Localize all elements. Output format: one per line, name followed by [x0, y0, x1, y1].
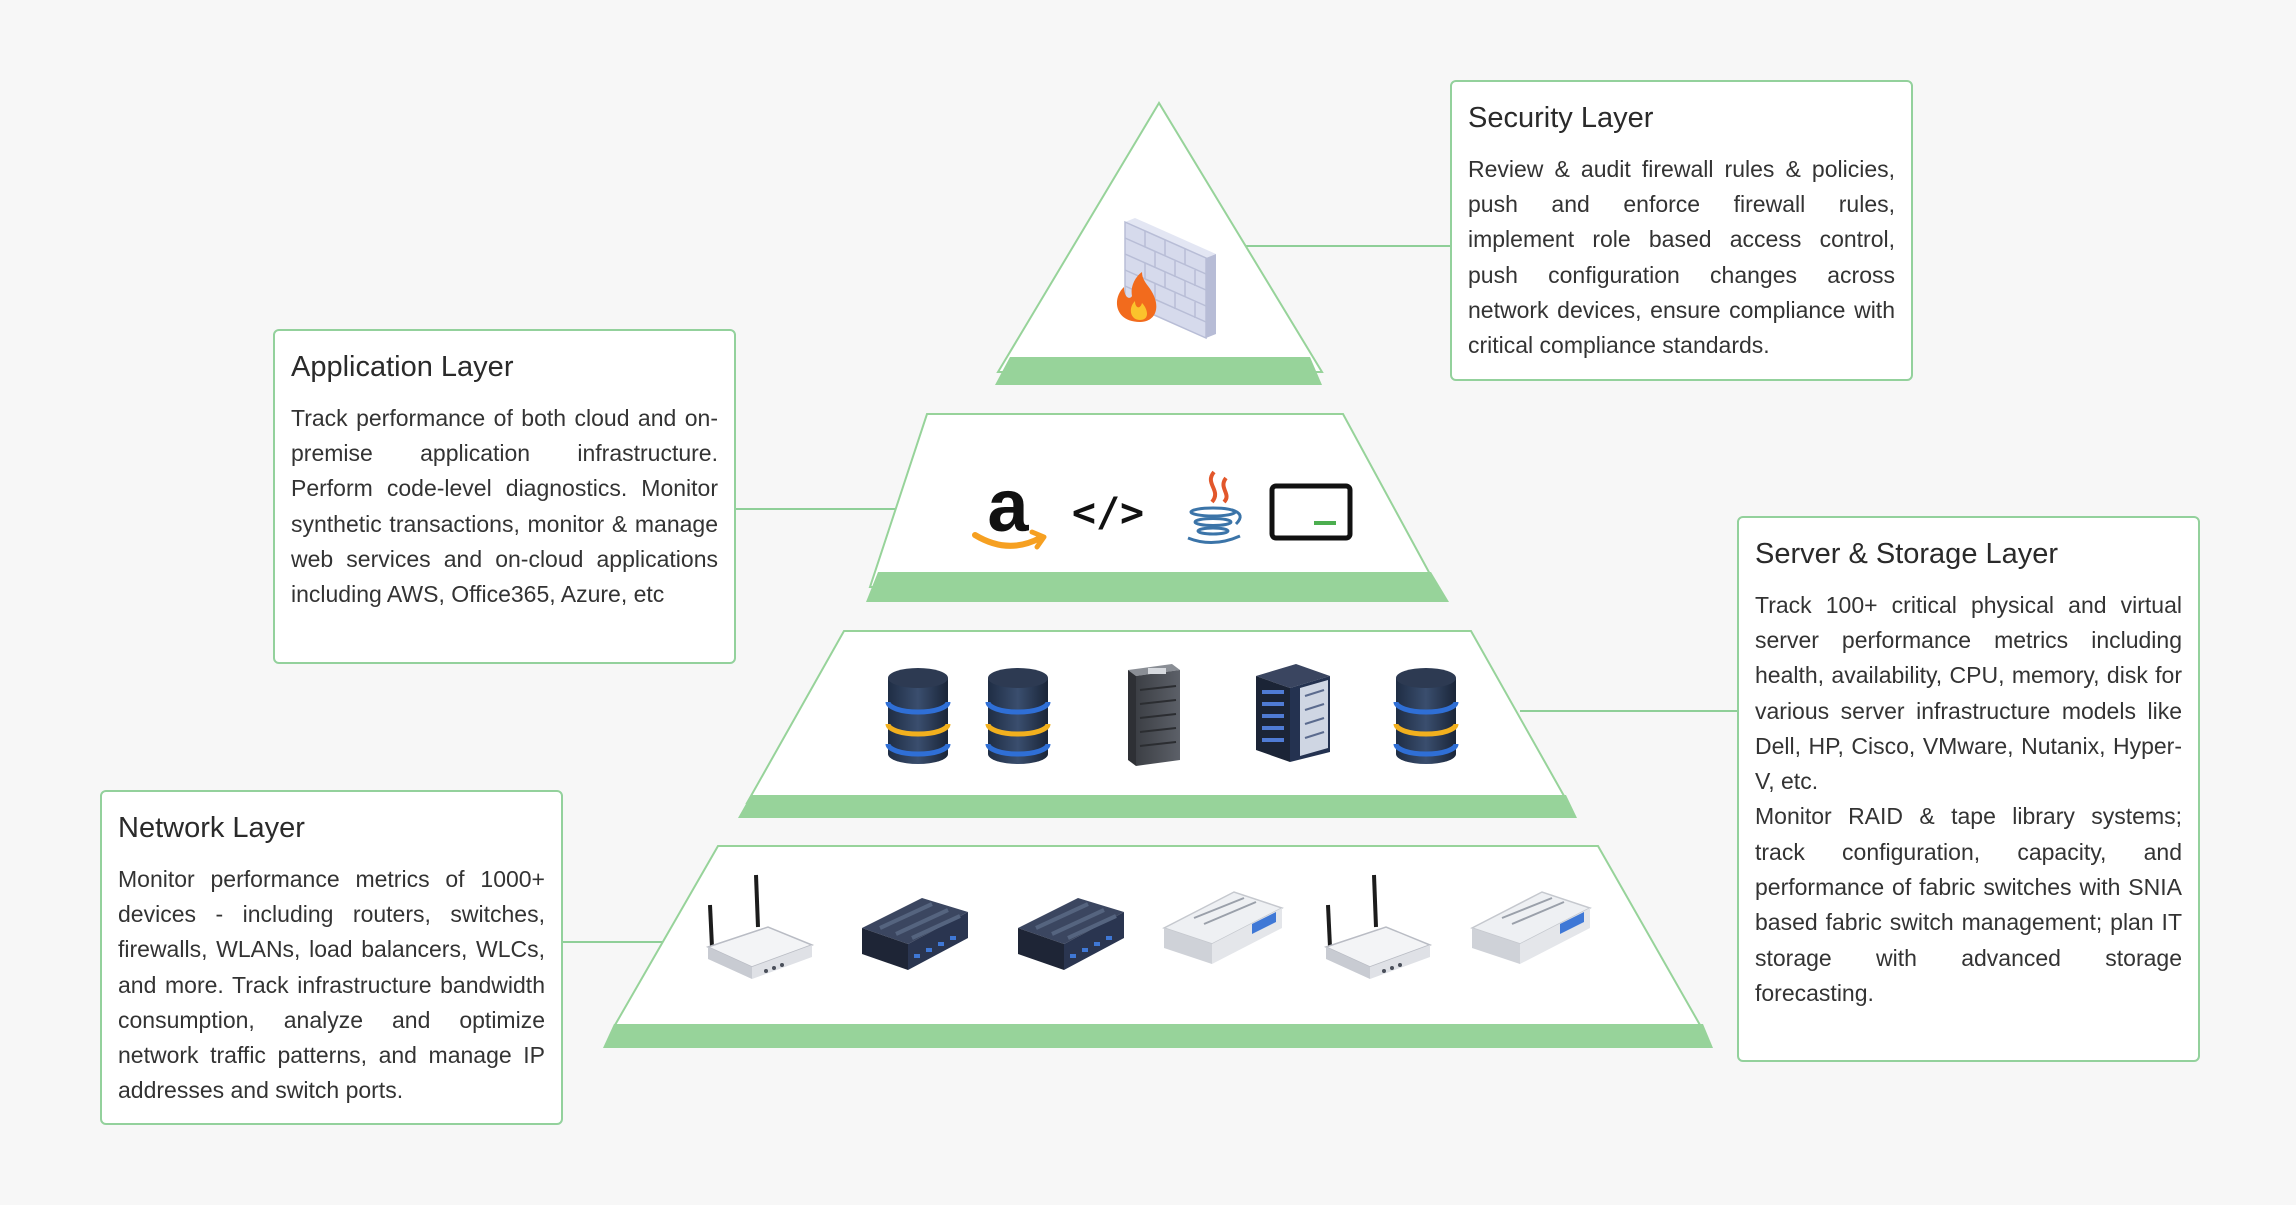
- svg-text:a: a: [987, 464, 1029, 547]
- application-layer-card: Application Layer Track performance of b…: [273, 329, 736, 664]
- server-storage-layer-title: Server & Storage Layer: [1755, 538, 2059, 570]
- server-rack-icon: [1128, 664, 1180, 766]
- pyramid-tier-network: [603, 845, 1713, 1048]
- code-tag-icon: </>: [1072, 490, 1144, 536]
- network-layer-title: Network Layer: [118, 812, 305, 844]
- terminal-icon: [1269, 483, 1353, 541]
- database-icon: [1393, 668, 1459, 764]
- network-switch-icon: [862, 898, 968, 970]
- database-icon: [985, 668, 1051, 764]
- security-layer-description: Review & audit firewall rules & policies…: [1468, 155, 1895, 359]
- java-logo-icon: [1187, 470, 1242, 544]
- security-layer-card: Security Layer Review & audit firewall r…: [1450, 80, 1913, 381]
- server-storage-layer-description-2: Monitor RAID & tape library systems; tra…: [1755, 803, 2182, 1006]
- application-layer-description: Track performance of both cloud and on-p…: [291, 404, 718, 608]
- server-cabinet-icon: [1256, 664, 1330, 762]
- security-layer-title: Security Layer: [1468, 102, 1654, 134]
- firewall-appliance-icon: [1470, 891, 1592, 964]
- database-icon: [885, 668, 951, 764]
- firewall-icon: [1116, 218, 1216, 340]
- pyramid-tier-application: [866, 413, 1449, 602]
- svg-text:</>: </>: [1072, 490, 1144, 536]
- firewall-appliance-icon: [1162, 891, 1284, 964]
- network-switch-icon: [1018, 898, 1124, 970]
- wifi-router-icon: [705, 874, 815, 979]
- server-storage-layer-card: Server & Storage Layer Track 100+ critic…: [1737, 516, 2200, 1062]
- server-storage-layer-description: Track 100+ critical physical and virtual…: [1755, 591, 2182, 795]
- network-layer-description: Monitor performance metrics of 1000+ dev…: [118, 865, 545, 1104]
- wifi-router-icon: [1323, 874, 1433, 979]
- network-layer-card: Network Layer Monitor performance metric…: [100, 790, 563, 1125]
- application-layer-title: Application Layer: [291, 351, 514, 383]
- amazon-logo-icon: a: [972, 464, 1047, 550]
